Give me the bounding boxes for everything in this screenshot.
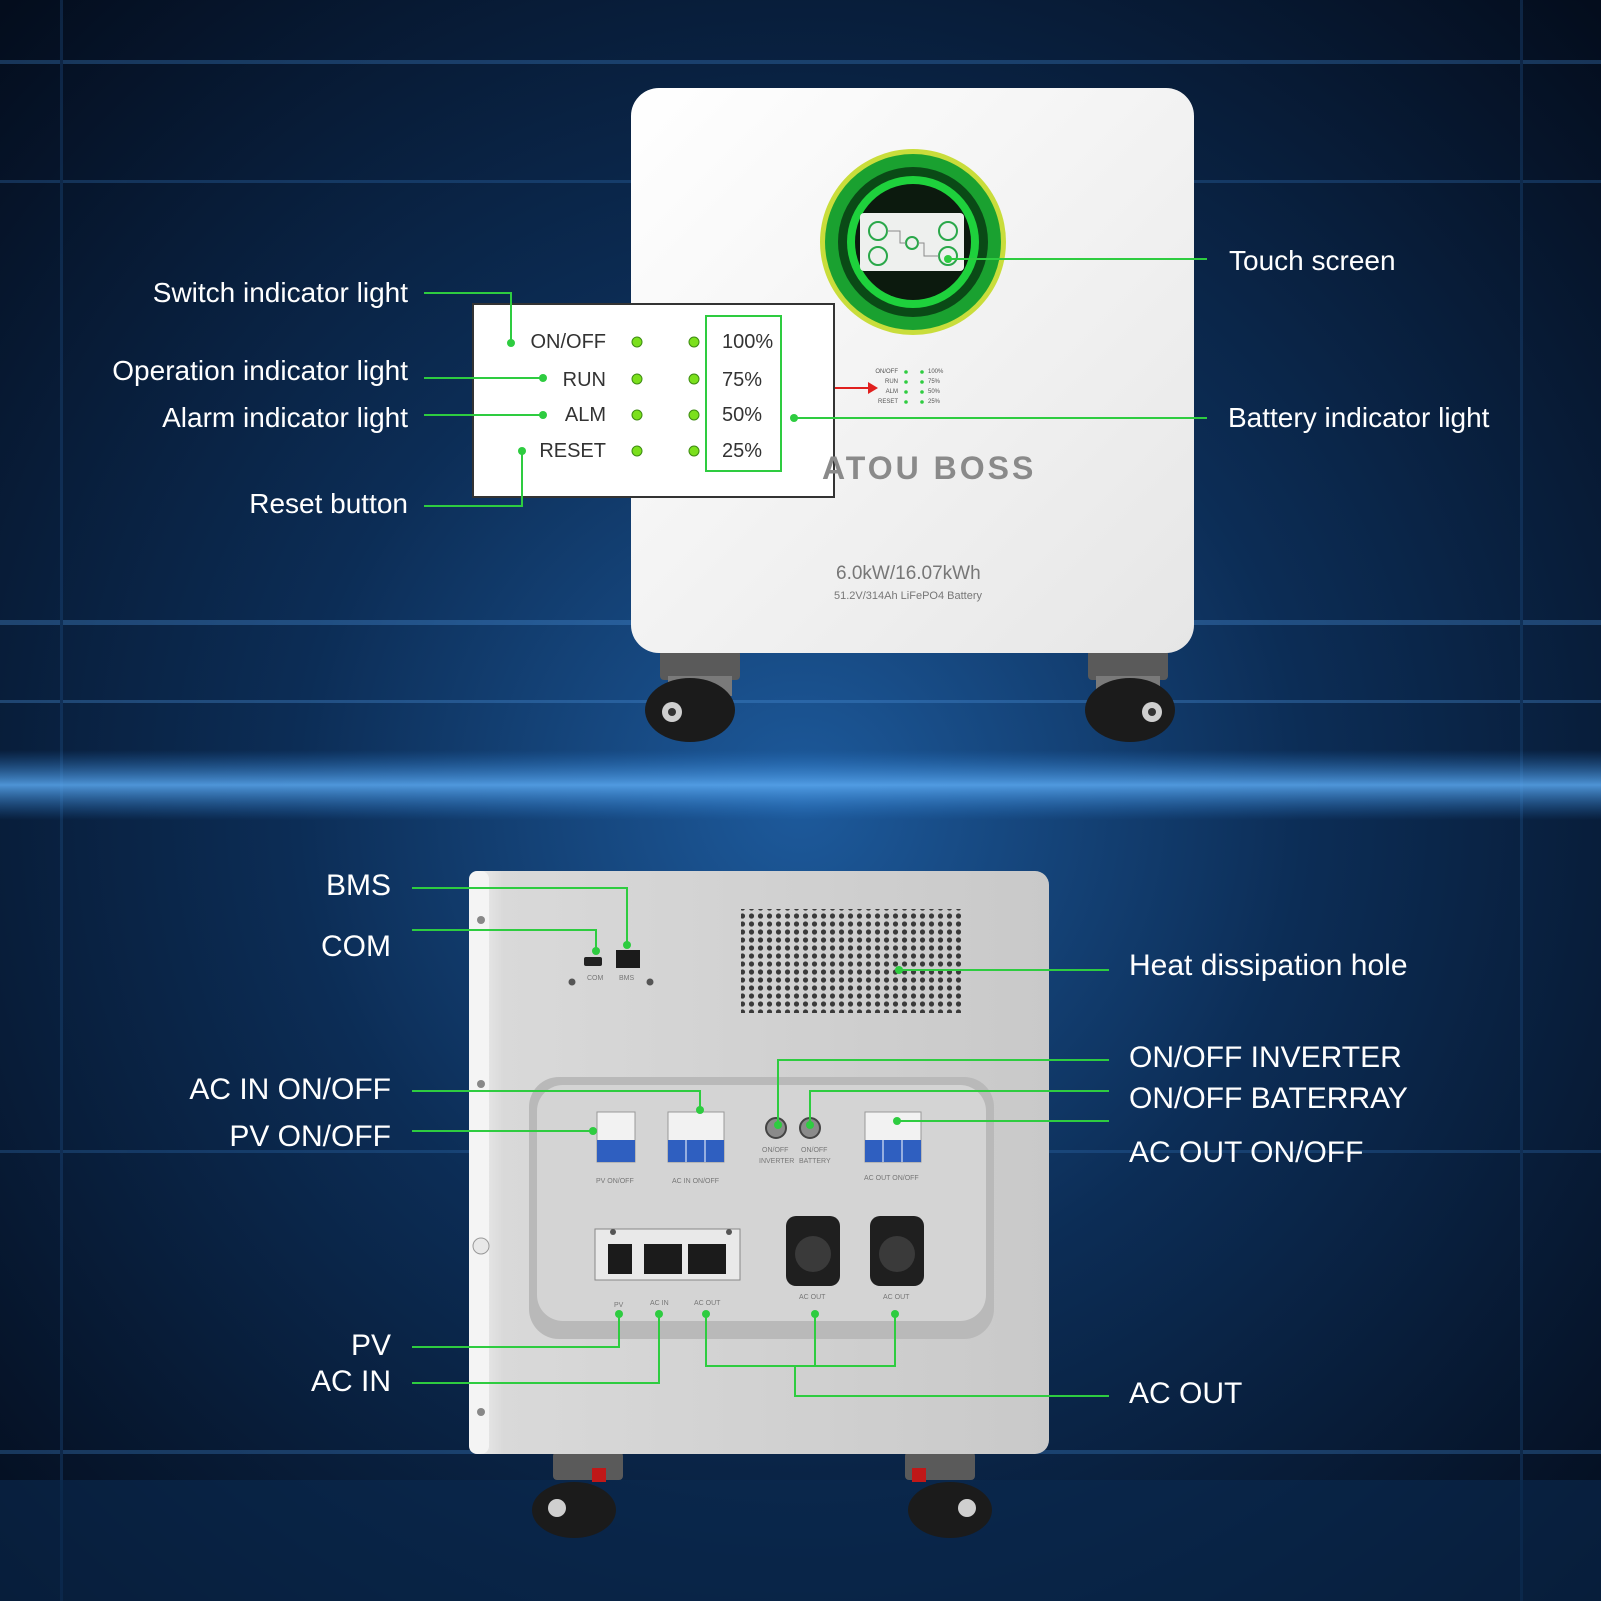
pv-label: PV [350,1329,391,1362]
battery-level-25: 25% [722,440,763,462]
com-port [584,957,602,966]
mini-level-50: 50% [928,389,941,395]
bms-port [616,950,640,968]
status-leds [631,336,643,457]
mini-level-25: 25% [928,399,941,405]
battery-level-75: 75% [722,369,763,391]
front-unit [631,88,1194,742]
touch-screen-label: Touch screen [1229,245,1396,276]
ac-out-breaker-text: AC OUT ON/OFF [864,1175,919,1182]
terminal-ac-in-text: AC IN [650,1300,669,1307]
on-off-inverter-label: ON/OFF INVERTER [1129,1041,1402,1074]
touch-screen-ring [820,149,1006,335]
inverter-switch-text-1: ON/OFF [762,1147,789,1154]
bms-label: BMS [325,869,391,902]
ac-in-label: AC IN [310,1365,391,1398]
battery-level-100: 100% [722,331,774,353]
ac-out-on-off-label: AC OUT ON/OFF [1129,1136,1364,1169]
battery-spec: 51.2V/314Ah LiFePO4 Battery [834,590,982,602]
mini-status-alm: ALM [885,389,898,395]
on-off-battery-label: ON/OFF BATERRAY [1129,1082,1408,1115]
heat-dissipation-grille [741,909,961,1013]
socket-2-text: AC OUT [883,1294,910,1301]
status-row-run: RUN [562,369,606,391]
reset-button-label: Reset button [249,488,408,519]
switch-indicator-label: Switch indicator light [152,277,408,308]
com-port-text: COM [587,975,604,982]
back-unit [469,871,1049,1538]
product-rating: 6.0kW/16.07kWh [836,563,981,584]
pv-on-off-label: PV ON/OFF [229,1120,391,1153]
light-band [0,750,1601,820]
mini-status-run: RUN [885,379,898,385]
pv-breaker-text: PV ON/OFF [596,1178,634,1185]
socket-1-text: AC OUT [799,1294,826,1301]
back-callouts [412,887,1109,1397]
battery-indicator-label: Battery indicator light [1228,402,1490,433]
pv-breaker [596,1111,636,1163]
alarm-indicator-label: Alarm indicator light [162,402,408,433]
mini-indicator-panel [904,370,924,404]
operation-indicator-label: Operation indicator light [112,355,408,386]
status-row-reset: RESET [539,440,606,462]
battery-switch-text-2: BATTERY [799,1158,831,1165]
ac-in-on-off-label: AC IN ON/OFF [189,1073,391,1106]
ac-in-breaker [667,1111,725,1163]
front-callouts [424,258,1207,507]
front-cabinet [631,88,1194,653]
inverter-switch-text-2: INVERTER [759,1158,795,1165]
ac-out-label: AC OUT [1129,1377,1243,1410]
status-row-alm: ALM [564,404,606,426]
status-row-onoff: ON/OFF [530,331,606,353]
front-caster-right [1085,650,1175,742]
battery-leds [688,336,700,457]
front-caster-left [645,650,740,742]
brand-logo: ATOU BOSS [822,450,1037,486]
com-label: COM [321,930,391,963]
battery-level-50: 50% [722,404,763,426]
bms-port-text: BMS [619,975,635,982]
indicator-panel-zoom [472,303,835,498]
back-caster-right [905,1452,992,1538]
heat-dissipation-label: Heat dissipation hole [1129,949,1408,982]
terminal-pv-text: PV [614,1302,624,1309]
terminal-ac-out-text: AC OUT [694,1300,721,1307]
mini-level-100: 100% [928,369,944,375]
mini-level-75: 75% [928,379,941,385]
terminal-block [594,1228,741,1281]
ac-out-breaker [864,1111,922,1163]
ac-out-socket-2 [870,1216,924,1286]
ac-out-socket-1 [786,1216,840,1286]
battery-switch-text-1: ON/OFF [801,1147,828,1154]
mini-status-onoff: ON/OFF [875,369,898,375]
ac-in-breaker-text: AC IN ON/OFF [672,1178,720,1185]
mini-status-reset: RESET [877,399,898,405]
back-caster-left [532,1452,623,1538]
